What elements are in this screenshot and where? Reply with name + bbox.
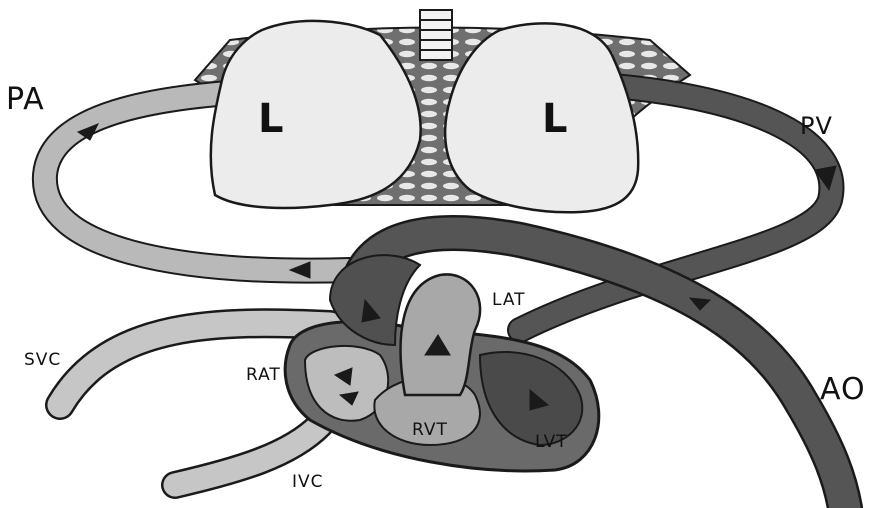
label-left-atrium: LAT [492, 290, 526, 310]
label-right-lung: L [542, 96, 569, 142]
label-left-ventricle: LVT [535, 432, 568, 452]
left-lung [211, 21, 421, 208]
trachea [420, 10, 452, 60]
label-superior-vena-cava: SVC [24, 350, 61, 370]
label-pulmonary-vein: PV [800, 112, 833, 140]
label-pulmonary-artery: PA [6, 82, 45, 117]
label-right-atrium: RAT [246, 365, 281, 385]
label-left-lung: L [258, 96, 285, 142]
label-aorta: AO [820, 372, 866, 407]
label-right-ventricle: RVT [412, 420, 448, 440]
label-inferior-vena-cava: IVC [292, 472, 324, 492]
